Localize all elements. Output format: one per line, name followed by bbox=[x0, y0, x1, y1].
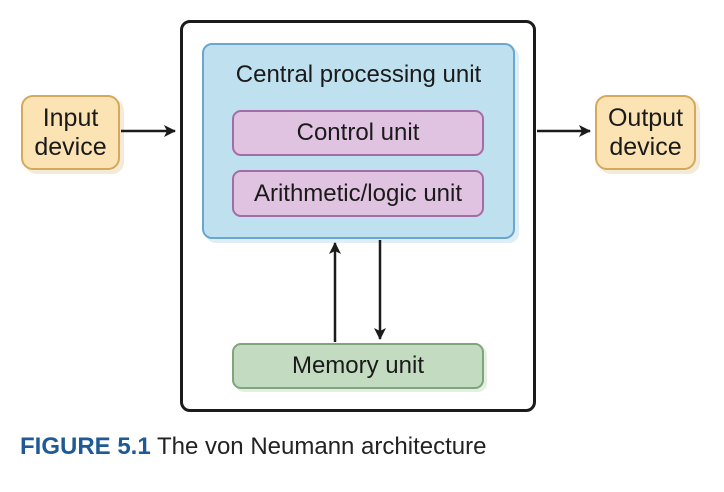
input-device-label: Input device bbox=[34, 103, 107, 161]
von-neumann-diagram: Input device Output device Central proce… bbox=[21, 20, 696, 412]
figure-caption: FIGURE 5.1 The von Neumann architecture bbox=[20, 433, 486, 461]
control-unit-box: Control unit bbox=[232, 110, 484, 156]
memory-unit-box: Memory unit bbox=[232, 343, 484, 389]
memory-unit-label: Memory unit bbox=[291, 352, 425, 379]
figure-number: FIGURE 5.1 bbox=[20, 433, 151, 460]
input-device-box: Input device bbox=[21, 95, 120, 170]
control-unit-label: Control unit bbox=[296, 119, 420, 146]
connector-arrows bbox=[121, 125, 591, 342]
figure-title: The von Neumann architecture bbox=[156, 433, 487, 460]
cpu-title: Central processing unit bbox=[235, 61, 482, 88]
alu-label: Arithmetic/logic unit bbox=[253, 179, 463, 207]
output-device-box: Output device bbox=[595, 95, 696, 170]
output-device-label: Output device bbox=[607, 103, 684, 161]
alu-box: Arithmetic/logic unit bbox=[232, 170, 484, 217]
